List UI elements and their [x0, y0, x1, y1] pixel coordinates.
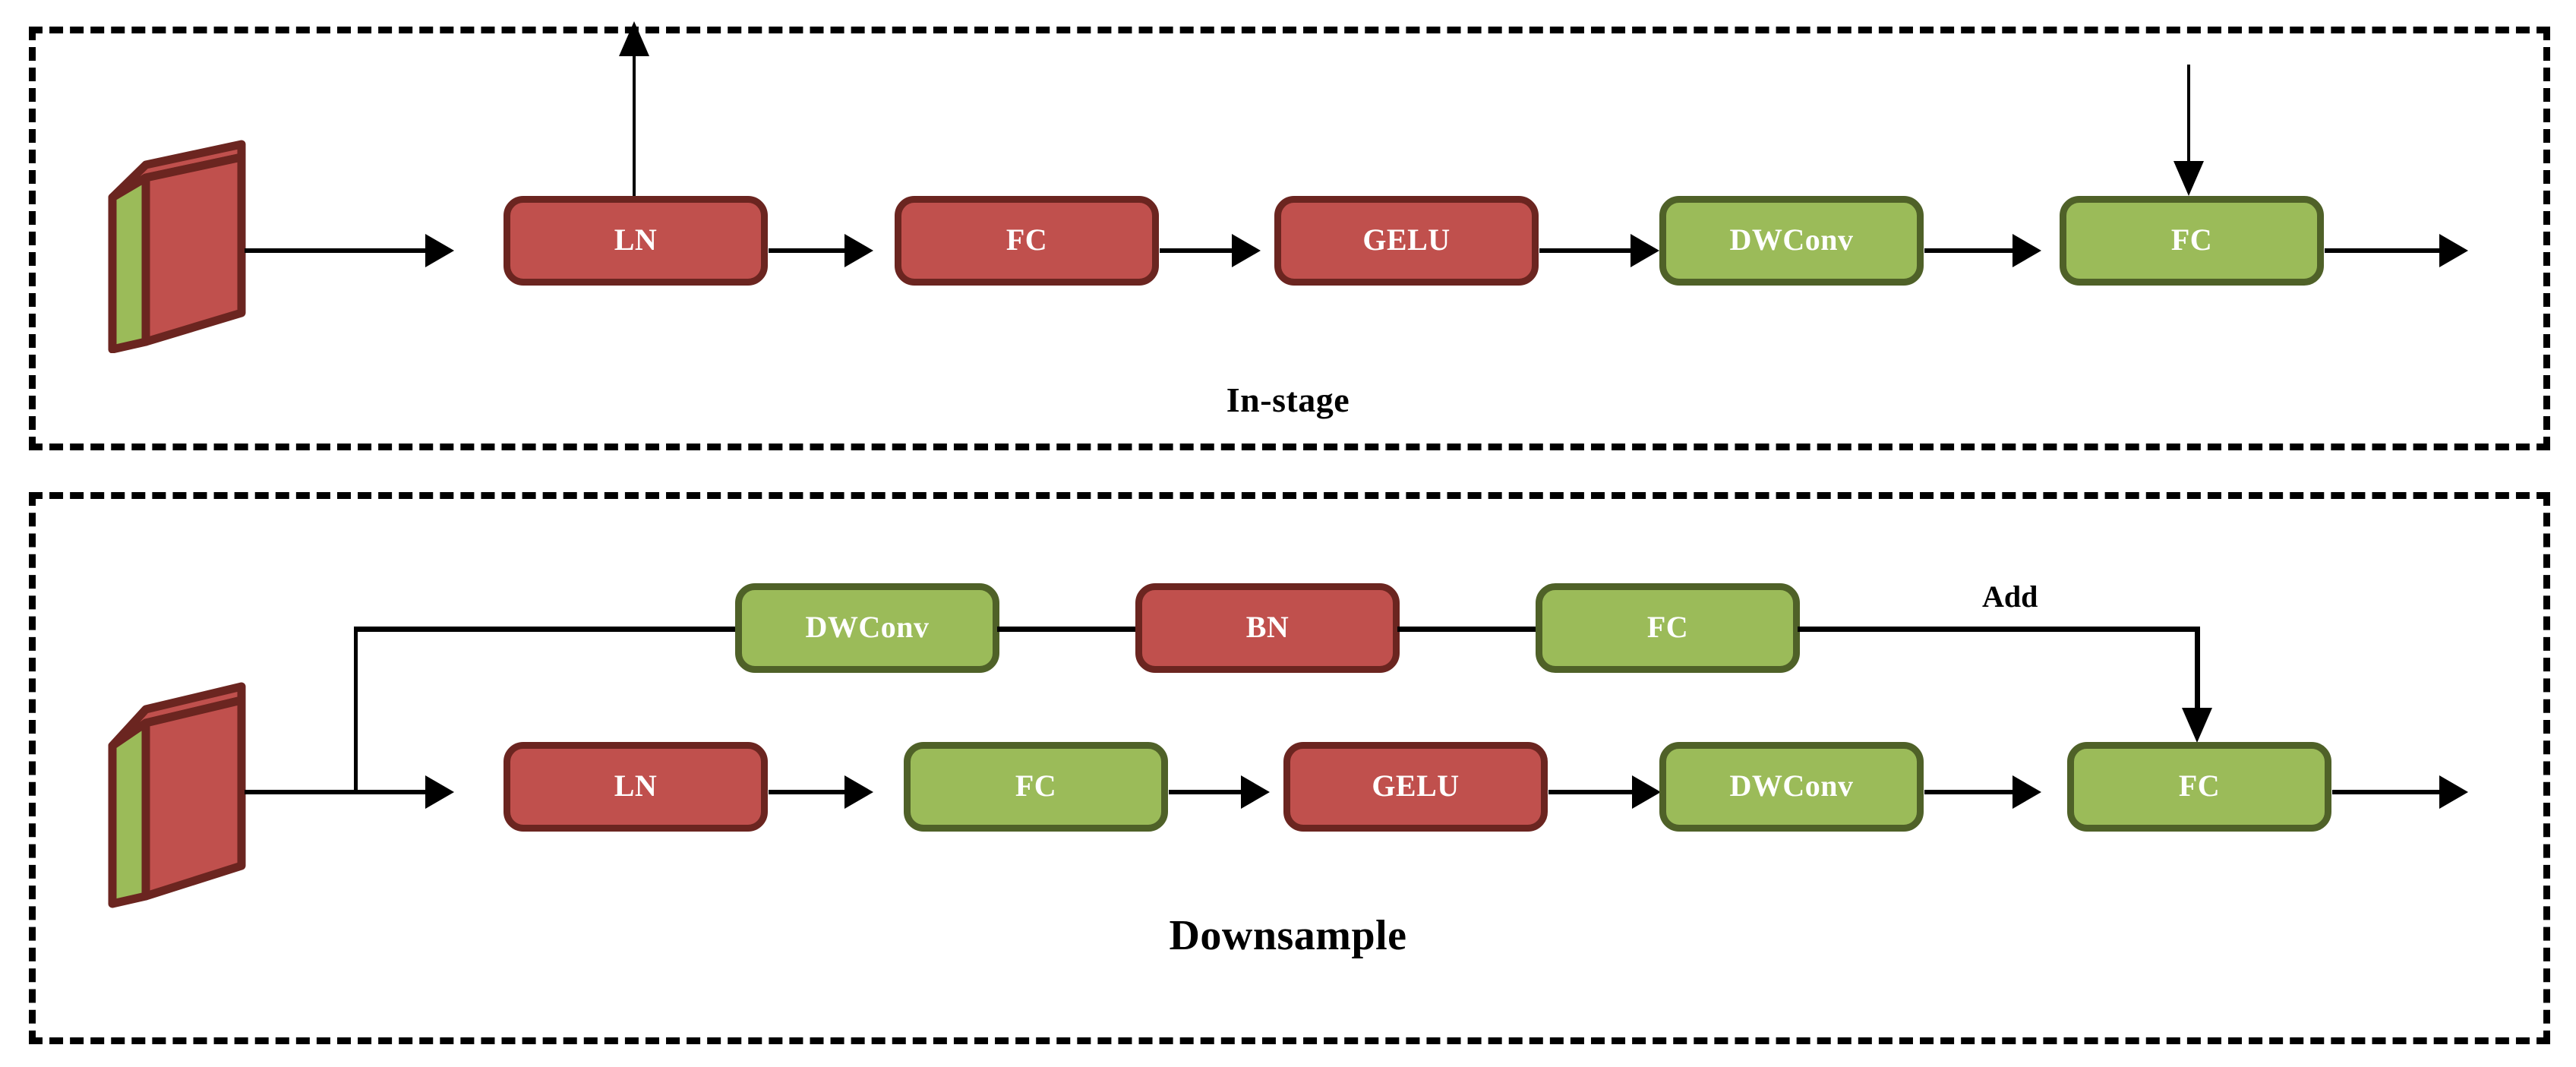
node-label: FC: [1015, 769, 1057, 803]
panel-caption-downsample: Downsample: [1169, 912, 1407, 959]
node-label: DWConv: [1729, 769, 1854, 803]
edge-input-to-ln-1: [245, 248, 427, 253]
node-bn-skip[interactable]: BN: [1135, 583, 1400, 673]
node-ln-2[interactable]: LN: [504, 742, 768, 832]
node-label: GELU: [1362, 223, 1451, 257]
node-label: LN: [614, 223, 658, 257]
edge-merge-drop: [2195, 627, 2200, 712]
edge-dwconv-to-fc-out-2: [1924, 790, 2016, 794]
arrowhead-dwconv-to-fc-1: [2012, 234, 2041, 267]
node-fc-1[interactable]: FC: [895, 196, 1159, 286]
edge-ln-to-fc-1: [769, 248, 848, 253]
arrowhead-external-into-fc-1: [2174, 161, 2204, 196]
edge-gelu-to-dwconv-2: [1548, 790, 1636, 794]
edge-dwconv-to-fc-1: [1924, 248, 2016, 253]
node-label: FC: [1005, 223, 1048, 257]
arrowhead-input-to-ln-2: [425, 775, 454, 809]
edge-fc-to-gelu-2: [1169, 790, 1245, 794]
panel-downsample: [29, 492, 2550, 1044]
arrowhead-input-to-ln-1: [425, 234, 454, 267]
arrowhead-gelu-to-dwconv-1: [1631, 234, 1659, 267]
edge-fc-out-2: [2332, 790, 2442, 794]
node-fc-out-1[interactable]: FC: [2060, 196, 2324, 286]
node-ln-1[interactable]: LN: [504, 196, 768, 286]
node-label: DWConv: [805, 610, 930, 644]
node-label: GELU: [1372, 769, 1460, 803]
node-label: LN: [614, 769, 658, 803]
edge-branch-riser: [354, 629, 358, 793]
input-tensor-slab-downsample: [106, 655, 247, 909]
node-label: BN: [1245, 610, 1290, 644]
node-dwconv-1[interactable]: DWConv: [1659, 196, 1924, 286]
edge-input-to-ln-2: [245, 790, 427, 794]
node-label: FC: [2178, 769, 2221, 803]
edge-ln-branch-up-1: [633, 55, 636, 207]
node-gelu-2[interactable]: GELU: [1283, 742, 1548, 832]
edge-bn-to-fc-skip: [1397, 627, 1538, 632]
arrowhead-ln-to-fc-2: [844, 775, 873, 809]
arrowhead-fc-out-1: [2439, 234, 2468, 267]
arrowhead-merge-into-fc-out-2: [2182, 708, 2212, 743]
edge-gelu-to-dwconv-1: [1539, 248, 1634, 253]
arrowhead-fc-to-gelu-2: [1241, 775, 1270, 809]
node-dwconv-skip[interactable]: DWConv: [735, 583, 999, 673]
arrowhead-fc-out-2: [2439, 775, 2468, 809]
node-label: FC: [1646, 610, 1689, 644]
add-merge-label: Add: [1982, 579, 2038, 614]
node-fc-skip[interactable]: FC: [1536, 583, 1800, 673]
panel-in-stage: [29, 27, 2550, 450]
edge-branch-to-dwconv-skip: [354, 627, 741, 632]
node-fc-out-2[interactable]: FC: [2067, 742, 2331, 832]
node-dwconv-2[interactable]: DWConv: [1659, 742, 1924, 832]
arrowhead-ln-to-fc-1: [844, 234, 873, 267]
edge-external-into-fc-1: [2187, 65, 2190, 163]
node-label: FC: [2170, 223, 2213, 257]
arrowhead-ln-branch-up-1: [619, 21, 649, 56]
arrowhead-gelu-to-dwconv-2: [1632, 775, 1661, 809]
panel-caption-in-stage: In-stage: [1226, 380, 1350, 419]
edge-dwconv-to-bn-skip: [997, 627, 1138, 632]
arrowhead-dwconv-to-fc-out-2: [2012, 775, 2041, 809]
input-tensor-slab-in-stage: [106, 114, 247, 353]
edge-ln-to-fc-2: [769, 790, 848, 794]
edge-fc-out-1: [2325, 248, 2442, 253]
node-gelu-1[interactable]: GELU: [1274, 196, 1539, 286]
edge-fc-to-gelu-1: [1160, 248, 1236, 253]
arrowhead-fc-to-gelu-1: [1232, 234, 1261, 267]
node-label: DWConv: [1729, 223, 1854, 257]
node-fc-2[interactable]: FC: [904, 742, 1168, 832]
edge-fc-skip-to-merge: [1798, 627, 2200, 632]
